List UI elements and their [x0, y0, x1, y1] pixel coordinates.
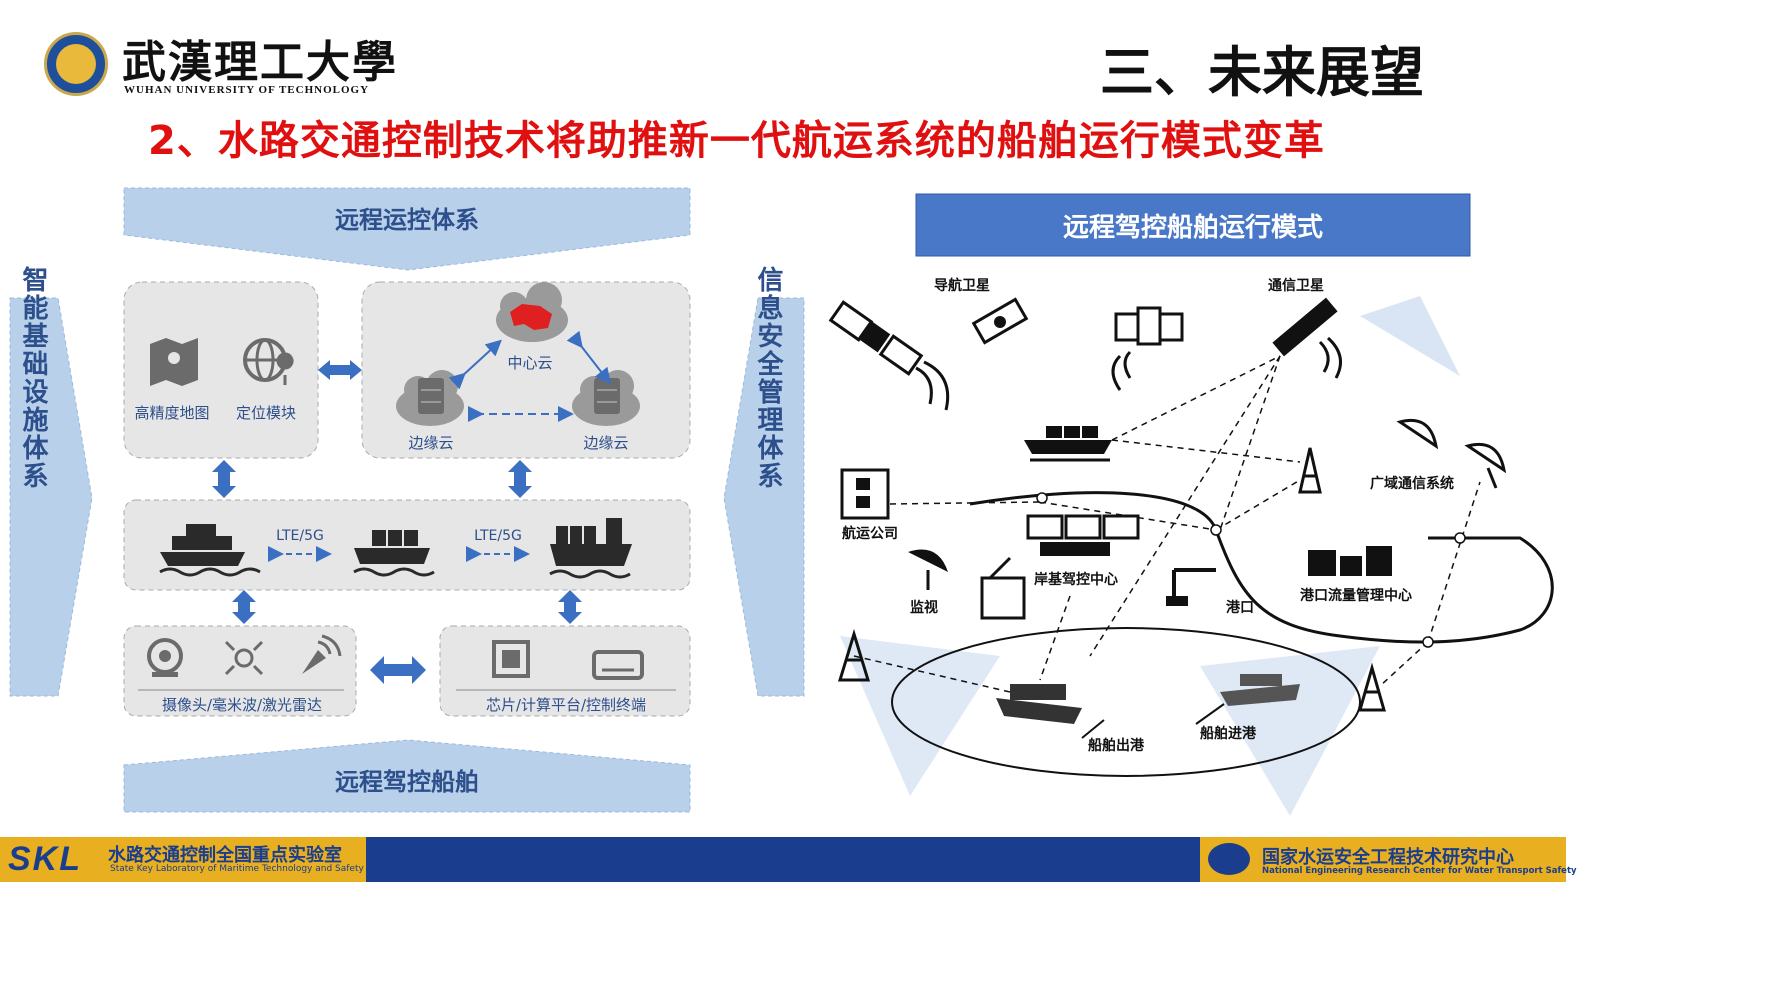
arrow-map-ships	[212, 460, 236, 498]
coastline	[969, 491, 1554, 644]
edge-cloud-left-icon	[396, 370, 464, 426]
nav-satellite-label: 导航卫星	[934, 277, 990, 294]
university-logo	[44, 32, 108, 96]
university-name-cn: 武漢理工大學	[122, 37, 398, 88]
link-right-label: LTE/5G	[474, 528, 522, 544]
arrow-sensors-compute	[370, 656, 426, 684]
node-a	[1036, 492, 1048, 504]
comm-satellite-label: 通信卫星	[1268, 277, 1324, 294]
top-banner-label: 远程运控体系	[335, 206, 479, 234]
skl-logo: SKL	[8, 840, 82, 878]
globe-pin-icon	[243, 338, 294, 385]
remote-ship-operation-diagram: 远程驾控船舶运行模式 导航卫星 通信卫星 航运公司	[828, 193, 1554, 816]
skl-name-en: State Key Laboratory of Maritime Technol…	[110, 864, 364, 874]
station-icon	[1111, 306, 1184, 391]
skl-name-cn: 水路交通控制全国重点实验室	[108, 845, 342, 866]
surveillance-dish-icon	[908, 549, 948, 590]
ship-in-label: 船舶进港	[1200, 725, 1257, 742]
tower-right-icon	[1298, 447, 1322, 494]
left-side-banner	[9, 297, 93, 697]
radar-icon	[224, 640, 264, 676]
bottom-banner-label: 远程驾控船舶	[335, 768, 479, 796]
comm-satellite-icon	[1272, 297, 1342, 379]
container-ship-icon	[353, 530, 435, 577]
coverage-cone-top	[1360, 296, 1460, 376]
shore-center-label: 岸基驾控中心	[1034, 571, 1118, 588]
arrow-ships-sensors	[232, 590, 256, 624]
port-traffic-label: 港口流量管理中心	[1300, 587, 1412, 604]
slide-subtitle: 2、水路交通控制技术将助推新一代航运系统的船舶运行模式变革	[148, 118, 1325, 164]
ship-out-arrow	[1081, 719, 1105, 739]
tower-building-icon	[980, 556, 1026, 620]
nrc-name-en: National Engineering Research Center for…	[1262, 866, 1577, 876]
port-traffic-icon	[1308, 546, 1392, 576]
cloud-link-right	[566, 330, 611, 385]
section-title: 三、未来展望	[1100, 41, 1424, 104]
map-icon	[150, 338, 198, 386]
chip-icon	[492, 640, 530, 678]
nrc-logo	[1208, 843, 1250, 875]
coverage-cone-left	[840, 636, 1000, 796]
nrc-banner	[1200, 837, 1566, 882]
ship-in-icon	[1220, 674, 1300, 706]
remote-control-architecture-diagram: 远程运控体系 远程驾控船舶 智能基础设施体系 信息安全管理体系 高精度地图 定位…	[9, 187, 805, 813]
cruise-ship-icon	[159, 524, 261, 577]
right-side-label: 信息安全管理体系	[753, 266, 784, 490]
top-banner	[123, 187, 691, 271]
port-label: 港口	[1226, 599, 1254, 616]
surveillance-label: 监视	[910, 599, 938, 616]
right-title: 远程驾控船舶运行模式	[1063, 212, 1323, 243]
arrow-cloud-ships	[508, 460, 532, 498]
center-cloud-label: 中心云	[507, 354, 552, 372]
map-label: 高精度地图	[134, 404, 209, 422]
node-d	[1454, 532, 1466, 544]
bottom-banner	[123, 739, 691, 813]
link-left-label: LTE/5G	[276, 528, 324, 544]
coverage-cone-right	[1200, 646, 1380, 816]
university-name-en: WUHAN UNIVERSITY OF TECHNOLOGY	[124, 84, 370, 96]
wide-area-dish-icon	[1396, 419, 1507, 489]
tower-bottom-right-icon	[1358, 662, 1386, 712]
camera-icon	[147, 638, 183, 677]
edge-cloud-left-label: 边缘云	[408, 434, 453, 452]
port-crane-icon	[1166, 568, 1216, 606]
cloud-link-left	[448, 339, 502, 390]
shore-center-icon	[1026, 514, 1140, 556]
harbor-zone	[891, 627, 1361, 777]
ship-top-icon	[1024, 426, 1112, 462]
university-logo-emblem	[56, 44, 96, 84]
skl-banner	[0, 837, 366, 882]
terminal-icon	[592, 650, 644, 680]
left-side-label: 智能基础设施体系	[18, 266, 48, 490]
arrow-ships-compute	[558, 590, 582, 624]
edge-cloud-right-label: 边缘云	[583, 434, 628, 452]
center-cloud-icon	[496, 282, 568, 342]
lidar-icon	[302, 634, 342, 674]
tower-left-icon	[837, 628, 871, 682]
nrc-name-cn: 国家水运安全工程技术研究中心	[1262, 847, 1514, 868]
sensors-box	[123, 625, 357, 717]
cargo-ship-icon	[549, 518, 632, 579]
node-b	[1210, 524, 1222, 536]
ship-out-label: 船舶出港	[1088, 737, 1145, 754]
nav-satellite-left-icon	[828, 300, 950, 411]
arrow-map-cloud	[318, 360, 362, 380]
sensors-label: 摄像头/毫米波/激光雷达	[162, 696, 322, 714]
ship-out-icon	[996, 684, 1082, 724]
shipping-company-icon	[840, 468, 890, 520]
right-side-banner	[723, 297, 805, 697]
node-c	[1422, 636, 1434, 648]
edge-cloud-right-icon	[572, 370, 640, 426]
wide-area-label: 广域通信系统	[1370, 475, 1454, 492]
nav-satellite-icon	[971, 297, 1029, 345]
positioning-label: 定位模块	[236, 404, 296, 422]
communication-links	[853, 355, 1481, 693]
compute-label: 芯片/计算平台/控制终端	[486, 696, 646, 714]
right-title-bar	[915, 193, 1471, 257]
ship-in-arrow	[1195, 703, 1225, 725]
shipping-company-label: 航运公司	[842, 525, 898, 542]
compute-box	[439, 625, 691, 717]
